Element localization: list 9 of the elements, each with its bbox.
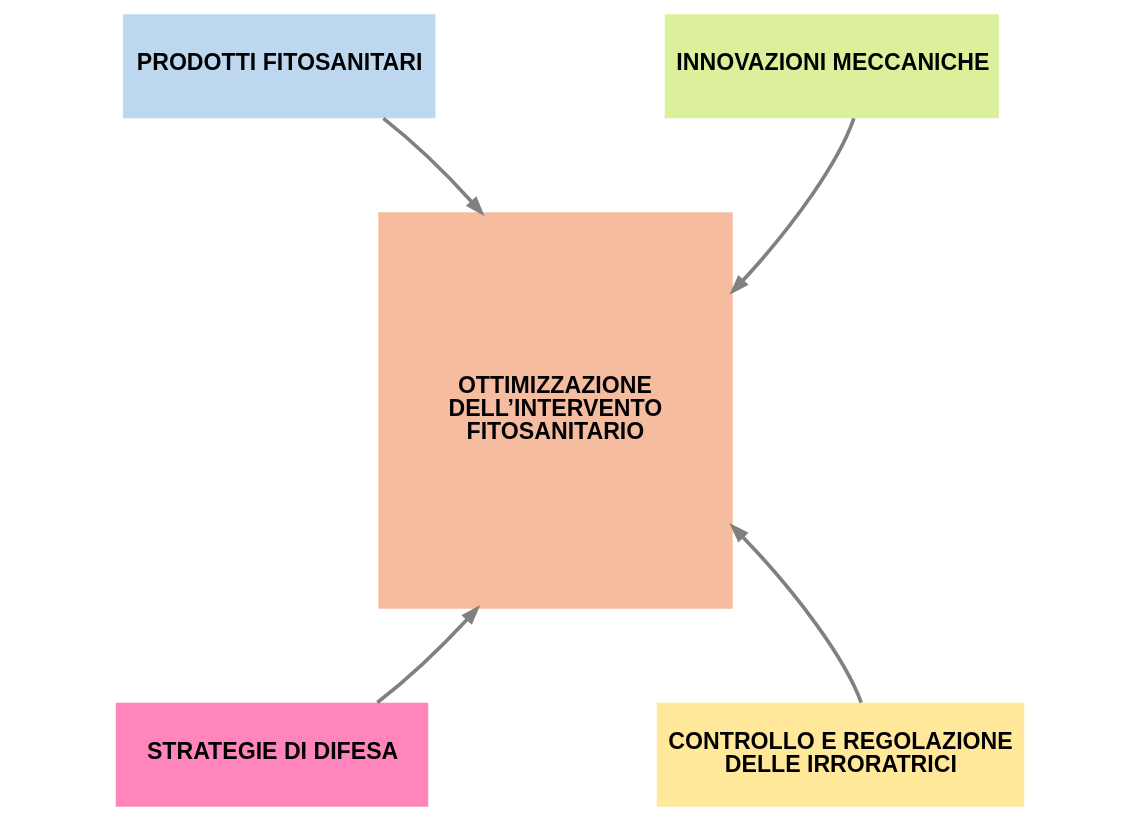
node-box: PRODOTTI FITOSANITARI [123, 14, 436, 119]
arrow [376, 605, 481, 704]
arrow [382, 117, 485, 217]
node-box: STRATEGIE DI DIFESA [115, 702, 429, 807]
arrow [729, 117, 856, 295]
node-box: OTTIMIZZAZIONE DELL’INTERVENTO FITOSANITARIO [378, 212, 733, 609]
arrow [729, 523, 863, 704]
node-box: CONTROLLO E REGOLAZIONE DELLE IRRORATRICI [656, 702, 1025, 807]
node-box: INNOVAZIONI MECCANICHE [664, 14, 999, 119]
